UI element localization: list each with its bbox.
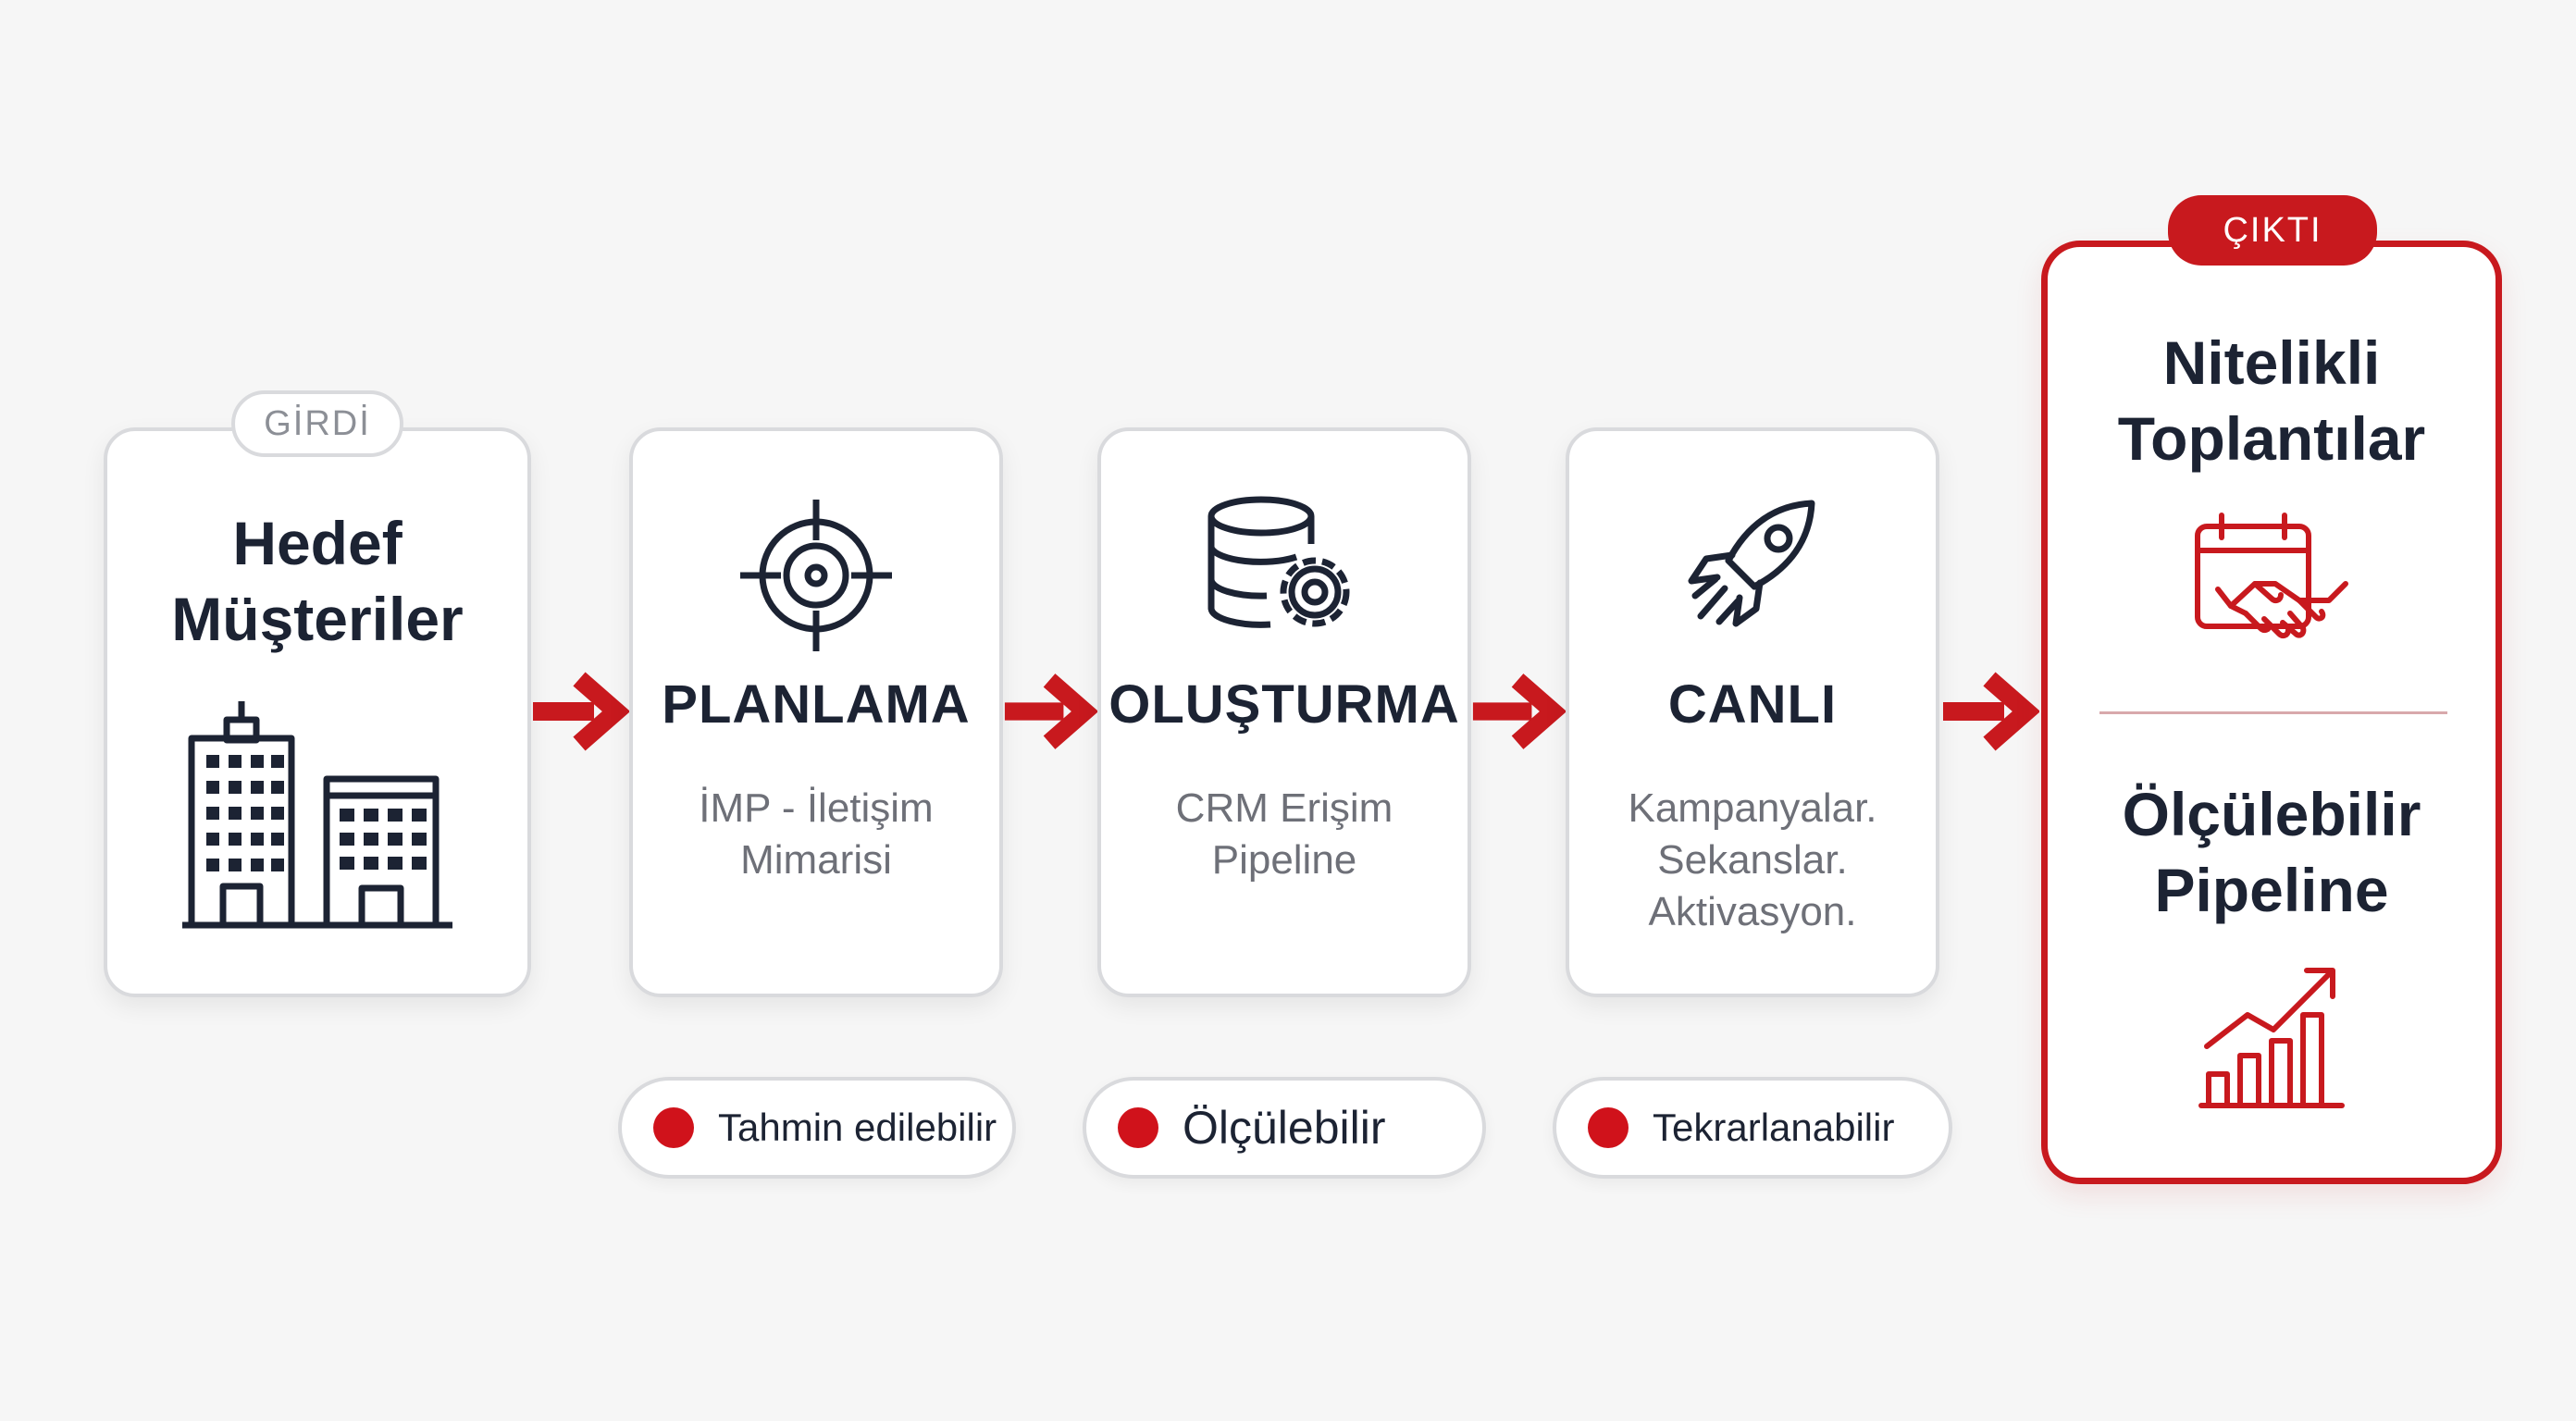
database-gear-icon [1208, 496, 1350, 628]
red-dot-icon [1588, 1107, 1629, 1148]
arrow-right-icon [1943, 672, 2039, 751]
office-buildings-icon [182, 701, 452, 929]
step-description: CRM Erişim Pipeline [1175, 785, 1393, 883]
step-title: PLANLAMA [662, 674, 971, 735]
target-crosshair-icon [740, 500, 892, 651]
step-card-planlama: PLANLAMA İMP - İletişim Mimarisi [629, 427, 1003, 997]
output-divider [2099, 711, 2447, 714]
arrow-right-icon [1472, 673, 1566, 749]
step-title: OLUŞTURMA [1108, 674, 1460, 735]
step-title: CANLI [1667, 674, 1838, 735]
red-dot-icon [653, 1107, 694, 1148]
step-card-olusturma: OLUŞTURMA CRM Erişim Pipeline [1097, 427, 1471, 997]
output-card: ÇIKTI Nitelikli Toplantılar Ölçülebilir … [2041, 195, 2502, 1184]
tag-predictable: Tahmin edilebilir [618, 1077, 1016, 1179]
arrow-right-icon [533, 672, 629, 751]
step-description: Kampanyalar. Sekanslar. Aktivasyon. [1628, 785, 1877, 934]
input-title: Hedef Müşteriler [171, 509, 464, 653]
red-dot-icon [1118, 1107, 1158, 1148]
rocket-icon [1688, 500, 1815, 627]
output-badge: ÇIKTI [2168, 195, 2377, 266]
arrow-right-icon [1004, 673, 1097, 749]
step-card-canli: CANLI Kampanyalar. Sekanslar. Aktivasyon… [1566, 427, 1939, 997]
calendar-handshake-icon [2195, 513, 2348, 639]
input-card: GİRDİ Hedef Müşteriler [104, 390, 531, 997]
output-title-meetings: Nitelikli Toplantılar [2117, 328, 2426, 473]
step-description: İMP - İletişim Mimarisi [699, 785, 934, 883]
output-title-pipeline: Ölçülebilir Pipeline [2122, 780, 2421, 924]
tag-repeatable: Tekrarlanabilir [1553, 1077, 1952, 1179]
growth-chart-icon [2198, 968, 2345, 1108]
input-badge: GİRDİ [231, 390, 403, 457]
tag-measurable: Ölçülebilir [1083, 1077, 1486, 1179]
